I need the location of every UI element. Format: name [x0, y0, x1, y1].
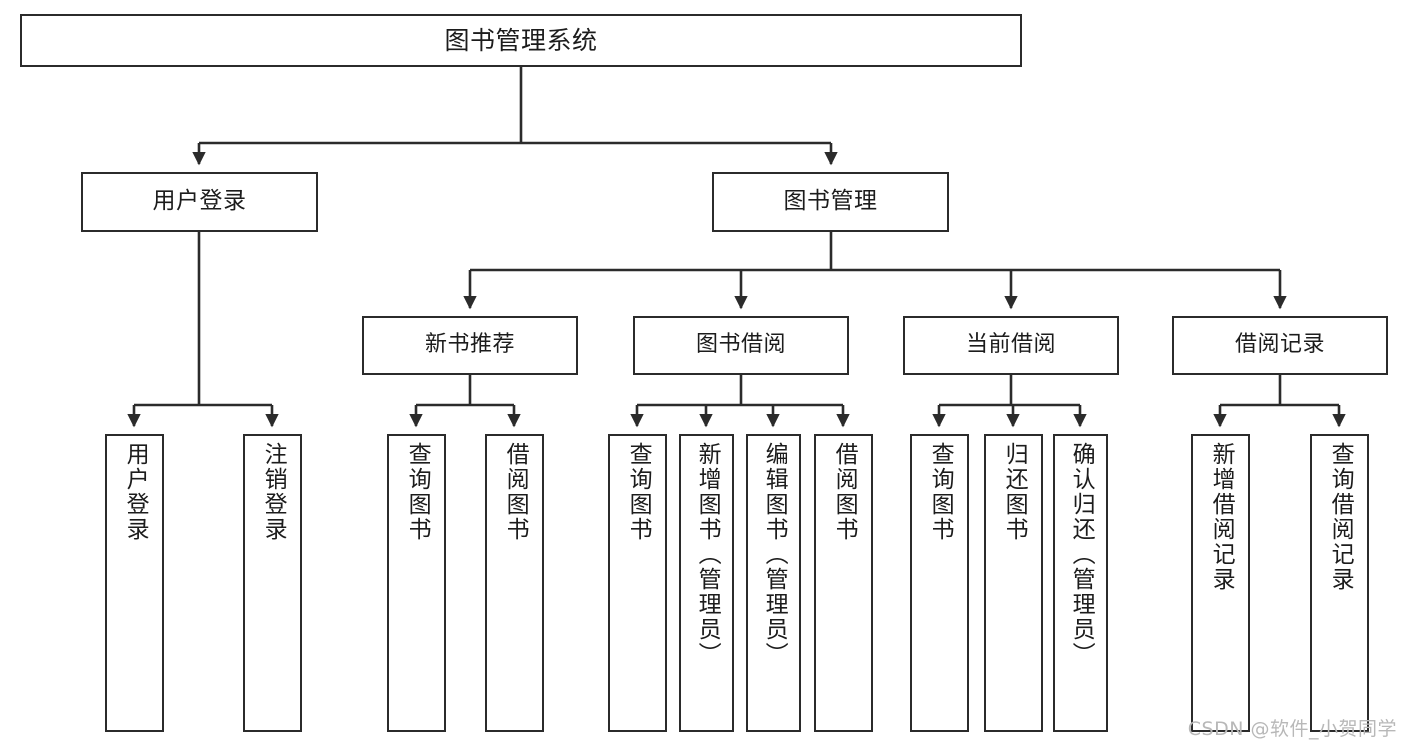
node-leaf-query-book-3[interactable]: 查询图书 [910, 434, 969, 732]
node-label: 查询图书 [625, 442, 652, 542]
watermark-text: CSDN @软件_小贺同学 [1187, 718, 1397, 740]
node-label: 注销登录 [260, 442, 287, 542]
node-root-system[interactable]: 图书管理系统 [20, 14, 1022, 67]
node-user-login[interactable]: 用户登录 [81, 172, 318, 232]
node-label: 图书借阅 [695, 332, 786, 358]
node-leaf-edit-book[interactable]: 编辑图书（管理员） [746, 434, 801, 732]
node-book-manage[interactable]: 图书管理 [712, 172, 949, 232]
node-label: 查询借阅记录 [1327, 442, 1354, 592]
node-leaf-return-book[interactable]: 归还图书 [984, 434, 1043, 732]
node-label: 用户登录 [152, 188, 247, 215]
node-label: 归还图书 [1001, 442, 1028, 542]
node-leaf-borrow-book-1[interactable]: 借阅图书 [485, 434, 544, 732]
node-label: 查询图书 [927, 442, 954, 542]
node-label: 图书管理系统 [444, 25, 598, 55]
node-label: 借阅图书 [831, 442, 858, 542]
node-label: 当前借阅 [965, 332, 1056, 358]
node-book-borrow[interactable]: 图书借阅 [633, 316, 849, 375]
node-label: 编辑图书（管理员） [761, 442, 788, 667]
node-leaf-query-book-2[interactable]: 查询图书 [608, 434, 667, 732]
node-label: 借阅图书 [502, 442, 529, 542]
node-label: 新增图书（管理员） [694, 442, 721, 667]
node-leaf-query-borrow-record[interactable]: 查询借阅记录 [1310, 434, 1369, 732]
node-leaf-add-borrow-record[interactable]: 新增借阅记录 [1191, 434, 1250, 732]
node-label: 确认归还（管理员） [1068, 442, 1095, 667]
node-leaf-add-book[interactable]: 新增图书（管理员） [679, 434, 734, 732]
node-leaf-borrow-book-2[interactable]: 借阅图书 [814, 434, 873, 732]
node-label: 用户登录 [122, 442, 149, 542]
node-label: 图书管理 [783, 188, 878, 215]
node-label: 新书推荐 [424, 332, 515, 358]
node-leaf-user-logout[interactable]: 注销登录 [243, 434, 302, 732]
node-label: 借阅记录 [1234, 332, 1325, 358]
node-leaf-user-login[interactable]: 用户登录 [105, 434, 164, 732]
node-label: 新增借阅记录 [1208, 442, 1235, 592]
node-leaf-confirm-return[interactable]: 确认归还（管理员） [1053, 434, 1108, 732]
node-leaf-query-book-1[interactable]: 查询图书 [387, 434, 446, 732]
node-label: 查询图书 [404, 442, 431, 542]
node-new-book-recommend[interactable]: 新书推荐 [362, 316, 578, 375]
node-current-borrow[interactable]: 当前借阅 [903, 316, 1119, 375]
node-borrow-record[interactable]: 借阅记录 [1172, 316, 1388, 375]
